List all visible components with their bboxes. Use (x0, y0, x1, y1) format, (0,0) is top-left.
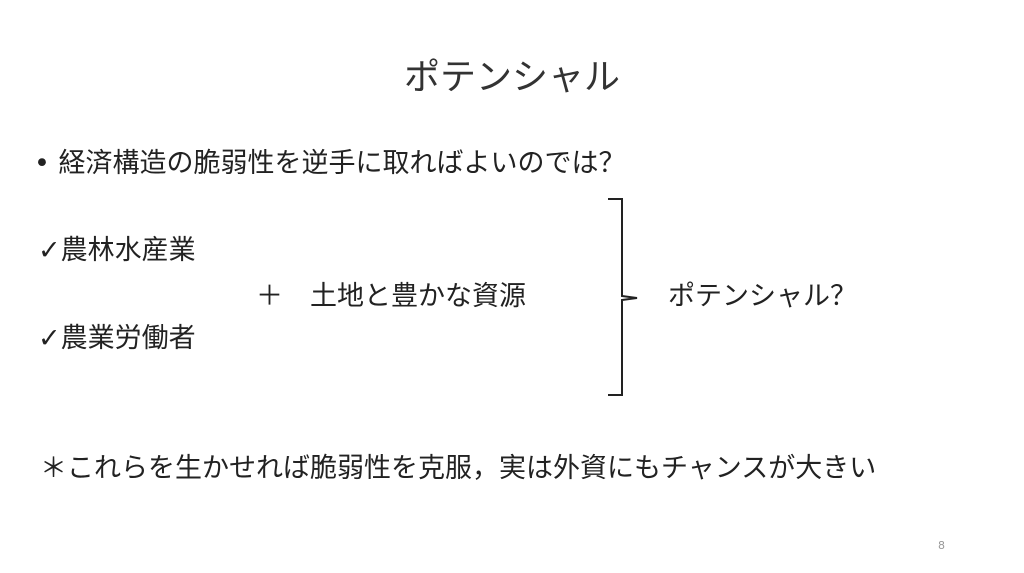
plus-sign: ＋ (256, 281, 283, 312)
resources-text: 土地と豊かな資源 (310, 281, 526, 312)
page-number: 8 (938, 539, 945, 552)
potential-text: ポテンシャル？ (668, 281, 857, 312)
bullet-point: • 経済構造の脆弱性を逆手に取ればよいのでは？ (34, 148, 626, 179)
footnote: ＊これらを生かせれば脆弱性を克服，実は外資にもチャンスが大きい (40, 453, 877, 484)
check-item-agriculture: ✓農林水産業 (38, 235, 196, 266)
right-brace-icon (608, 198, 638, 396)
slide-title: ポテンシャル (403, 57, 620, 98)
check-item-workers: ✓農業労働者 (38, 323, 196, 354)
